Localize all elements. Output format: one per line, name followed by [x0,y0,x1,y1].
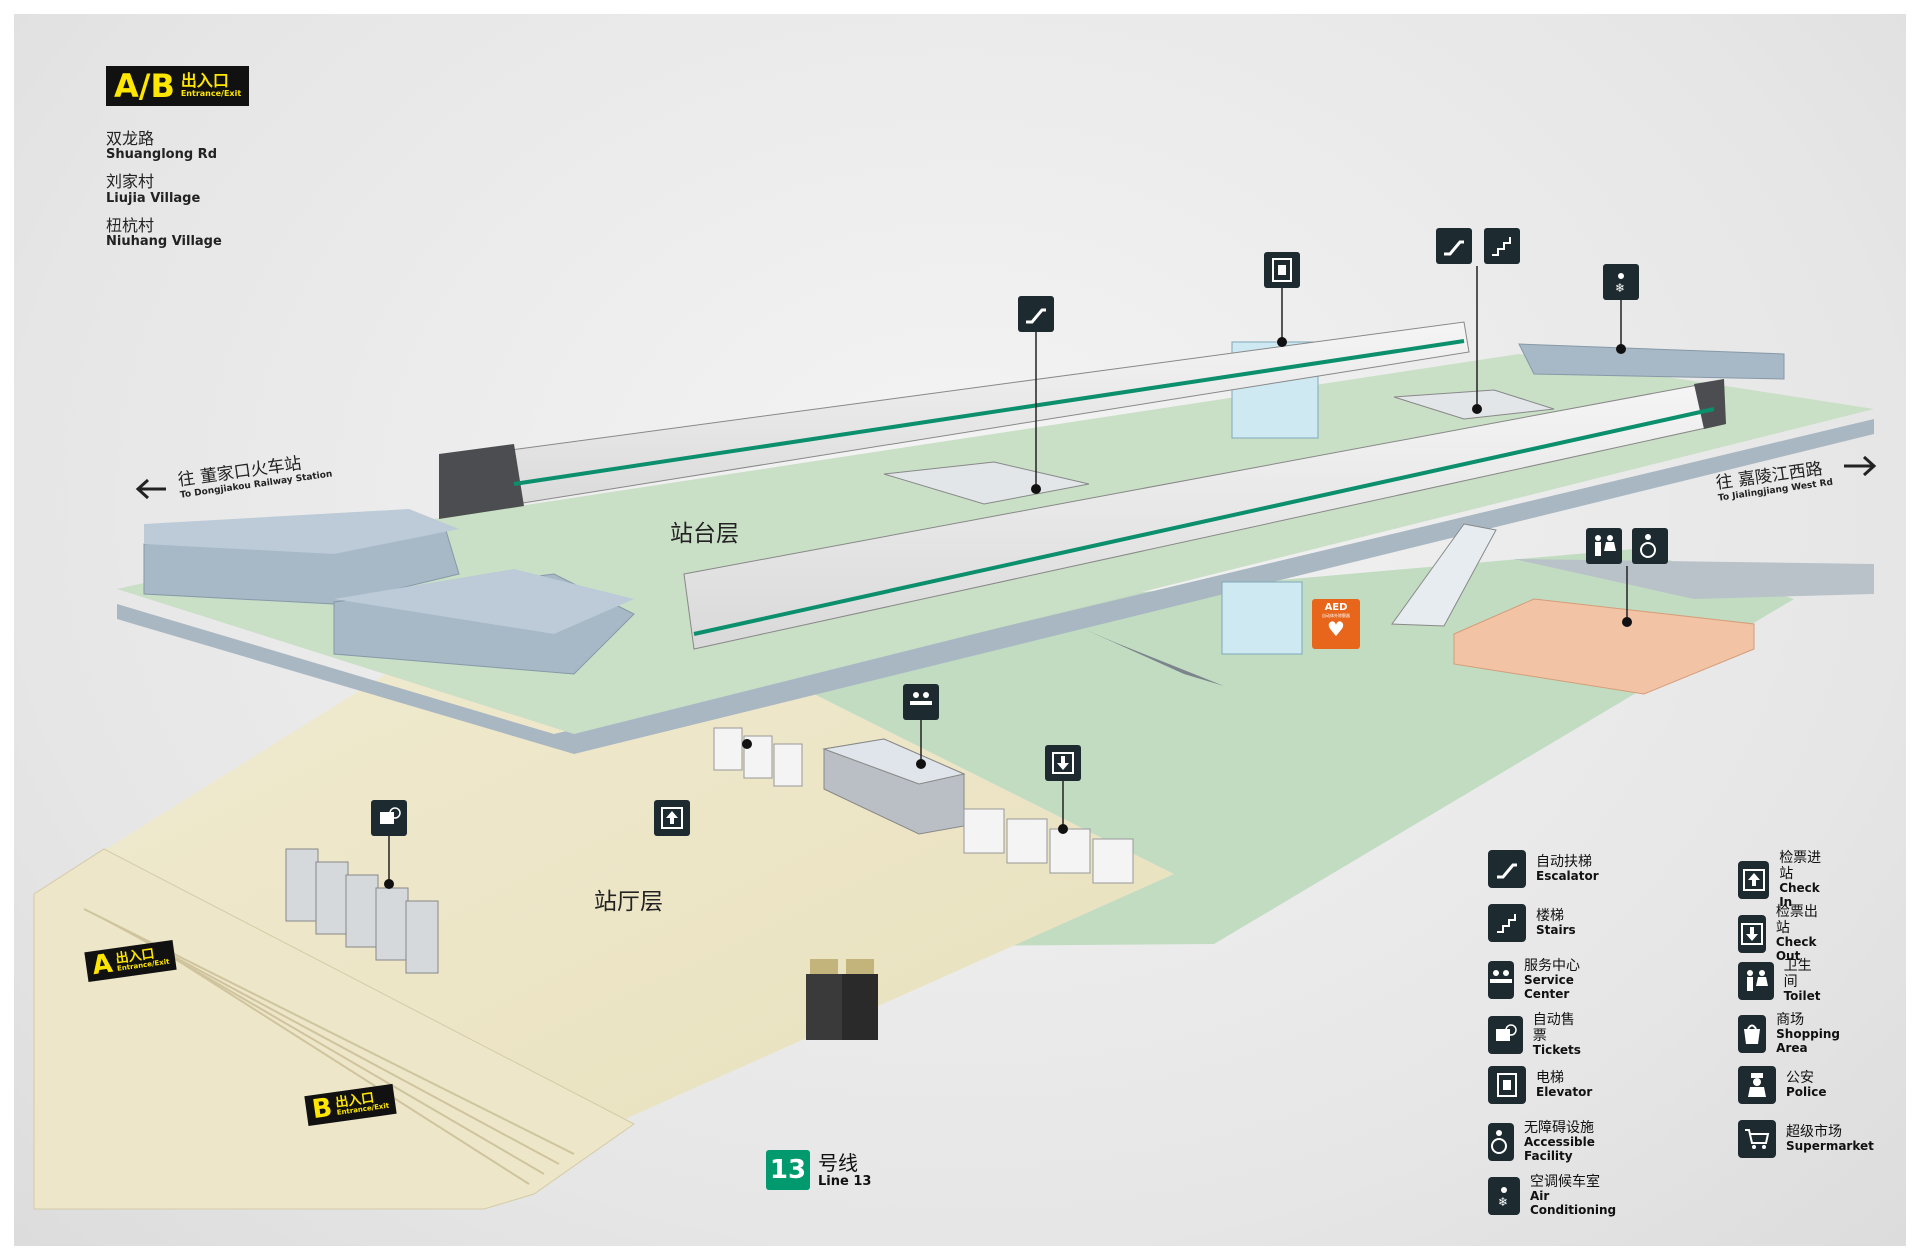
platform-building-1-top [144,509,459,554]
escalator-sign [1018,296,1054,332]
check-in-icon [661,807,683,829]
police-icon [1738,1066,1776,1104]
line-number: 13 [766,1150,810,1190]
train-front-nose [1694,379,1726,429]
supermarket-icon [1738,1120,1776,1158]
toilet-area [1453,598,1755,695]
heart-icon: ♥ [1327,617,1345,641]
escalator-opening-right [1393,389,1555,420]
stair-step [103,918,560,1165]
service-center-icon [910,692,932,705]
station-map: A/B 出入口 Entrance/Exit 双龙路 Shuanglong Rd … [14,14,1906,1246]
ab-entrance-badge: A/B 出入口 Entrance/Exit [106,66,250,106]
exit-destinations: 双龙路 Shuanglong Rd 刘家村 Liujia Village 杻杭村… [106,129,222,260]
train-back-nose [439,444,524,519]
elevator-icon [1488,1066,1526,1104]
exit-item: 杻杭村 Niuhang Village [106,215,222,250]
train-front-stripe [693,407,1715,636]
train-front [683,379,1726,650]
vending-kiosk [806,959,878,1040]
check-out-icon [1738,914,1766,953]
sign-dots [384,337,1632,889]
service-center-sign [903,684,939,720]
ab-letters: A/B [114,67,175,105]
toilet-icon [1595,535,1616,556]
check-in-icon [1738,860,1770,899]
stair-step [143,938,530,1185]
line-en: Line 13 [818,1173,872,1189]
exit-item: 双龙路 Shuanglong Rd [106,129,217,163]
concourse-wall-right [1514,559,1874,599]
platform-building-right [1518,343,1785,380]
ab-en: Entrance/Exit [180,89,242,99]
station-3d-scene [33,266,1877,1210]
arrow-right-icon [1844,455,1877,477]
toilet-icon [1738,961,1774,1000]
stairs-sign [1484,228,1520,264]
elevator-icon [1272,258,1292,282]
escalator-icon [1026,308,1046,324]
platform-floor-label: 站台层 [670,521,739,547]
escalator-icon [1444,240,1464,256]
escalator-icon [1488,850,1526,888]
service-desk-top [822,738,966,785]
svg-text:❄: ❄ [1615,281,1625,294]
accessible-icon [1640,534,1656,558]
sign-connectors [388,266,1628,884]
air-conditioning-icon: ❄ [1488,1176,1520,1215]
air-conditioning-sign: ❄ [1603,264,1639,300]
exit-item: 刘家村 Liujia Village [106,172,201,206]
elevator-sign [1264,252,1300,288]
stairs-icon [1488,904,1526,942]
check-out-sign [1045,745,1081,781]
check-in-sign [654,800,690,836]
stairs-down [1391,523,1497,627]
stairs-icon [1492,237,1511,256]
platform-building-2-top [334,569,634,634]
tickets-icon [380,807,401,824]
air-conditioning-icon: ❄ [1615,273,1625,294]
ab-cn: 出入口 [180,71,229,91]
line-cn: 号线 [818,1150,858,1175]
escalator-sign [1436,228,1472,264]
tickets-icon [1488,1015,1523,1054]
tickets-sign [371,800,407,836]
entrance-stairs [33,848,635,1210]
train-back [439,321,1470,519]
toilet-sign [1586,528,1622,564]
shopping-icon [1738,1014,1767,1053]
arrow-left-icon [135,478,166,500]
elevator-shaft-lower [1221,581,1303,655]
concourse-floor-label: 站厅层 [594,889,663,915]
ticket-machines [285,848,439,974]
exit-gates [963,808,1134,884]
accessible-sign [1632,528,1668,564]
aed-sign: AED 自动体外除颤器 ♥ [1312,599,1360,649]
svg-text:❄: ❄ [1498,1195,1508,1208]
accessible-icon [1488,1122,1514,1161]
line-badge: 13 号线 Line 13 [766,1150,871,1190]
service-center-icon [1488,960,1514,999]
check-out-icon [1052,752,1074,774]
train-back-stripe [513,339,1465,486]
